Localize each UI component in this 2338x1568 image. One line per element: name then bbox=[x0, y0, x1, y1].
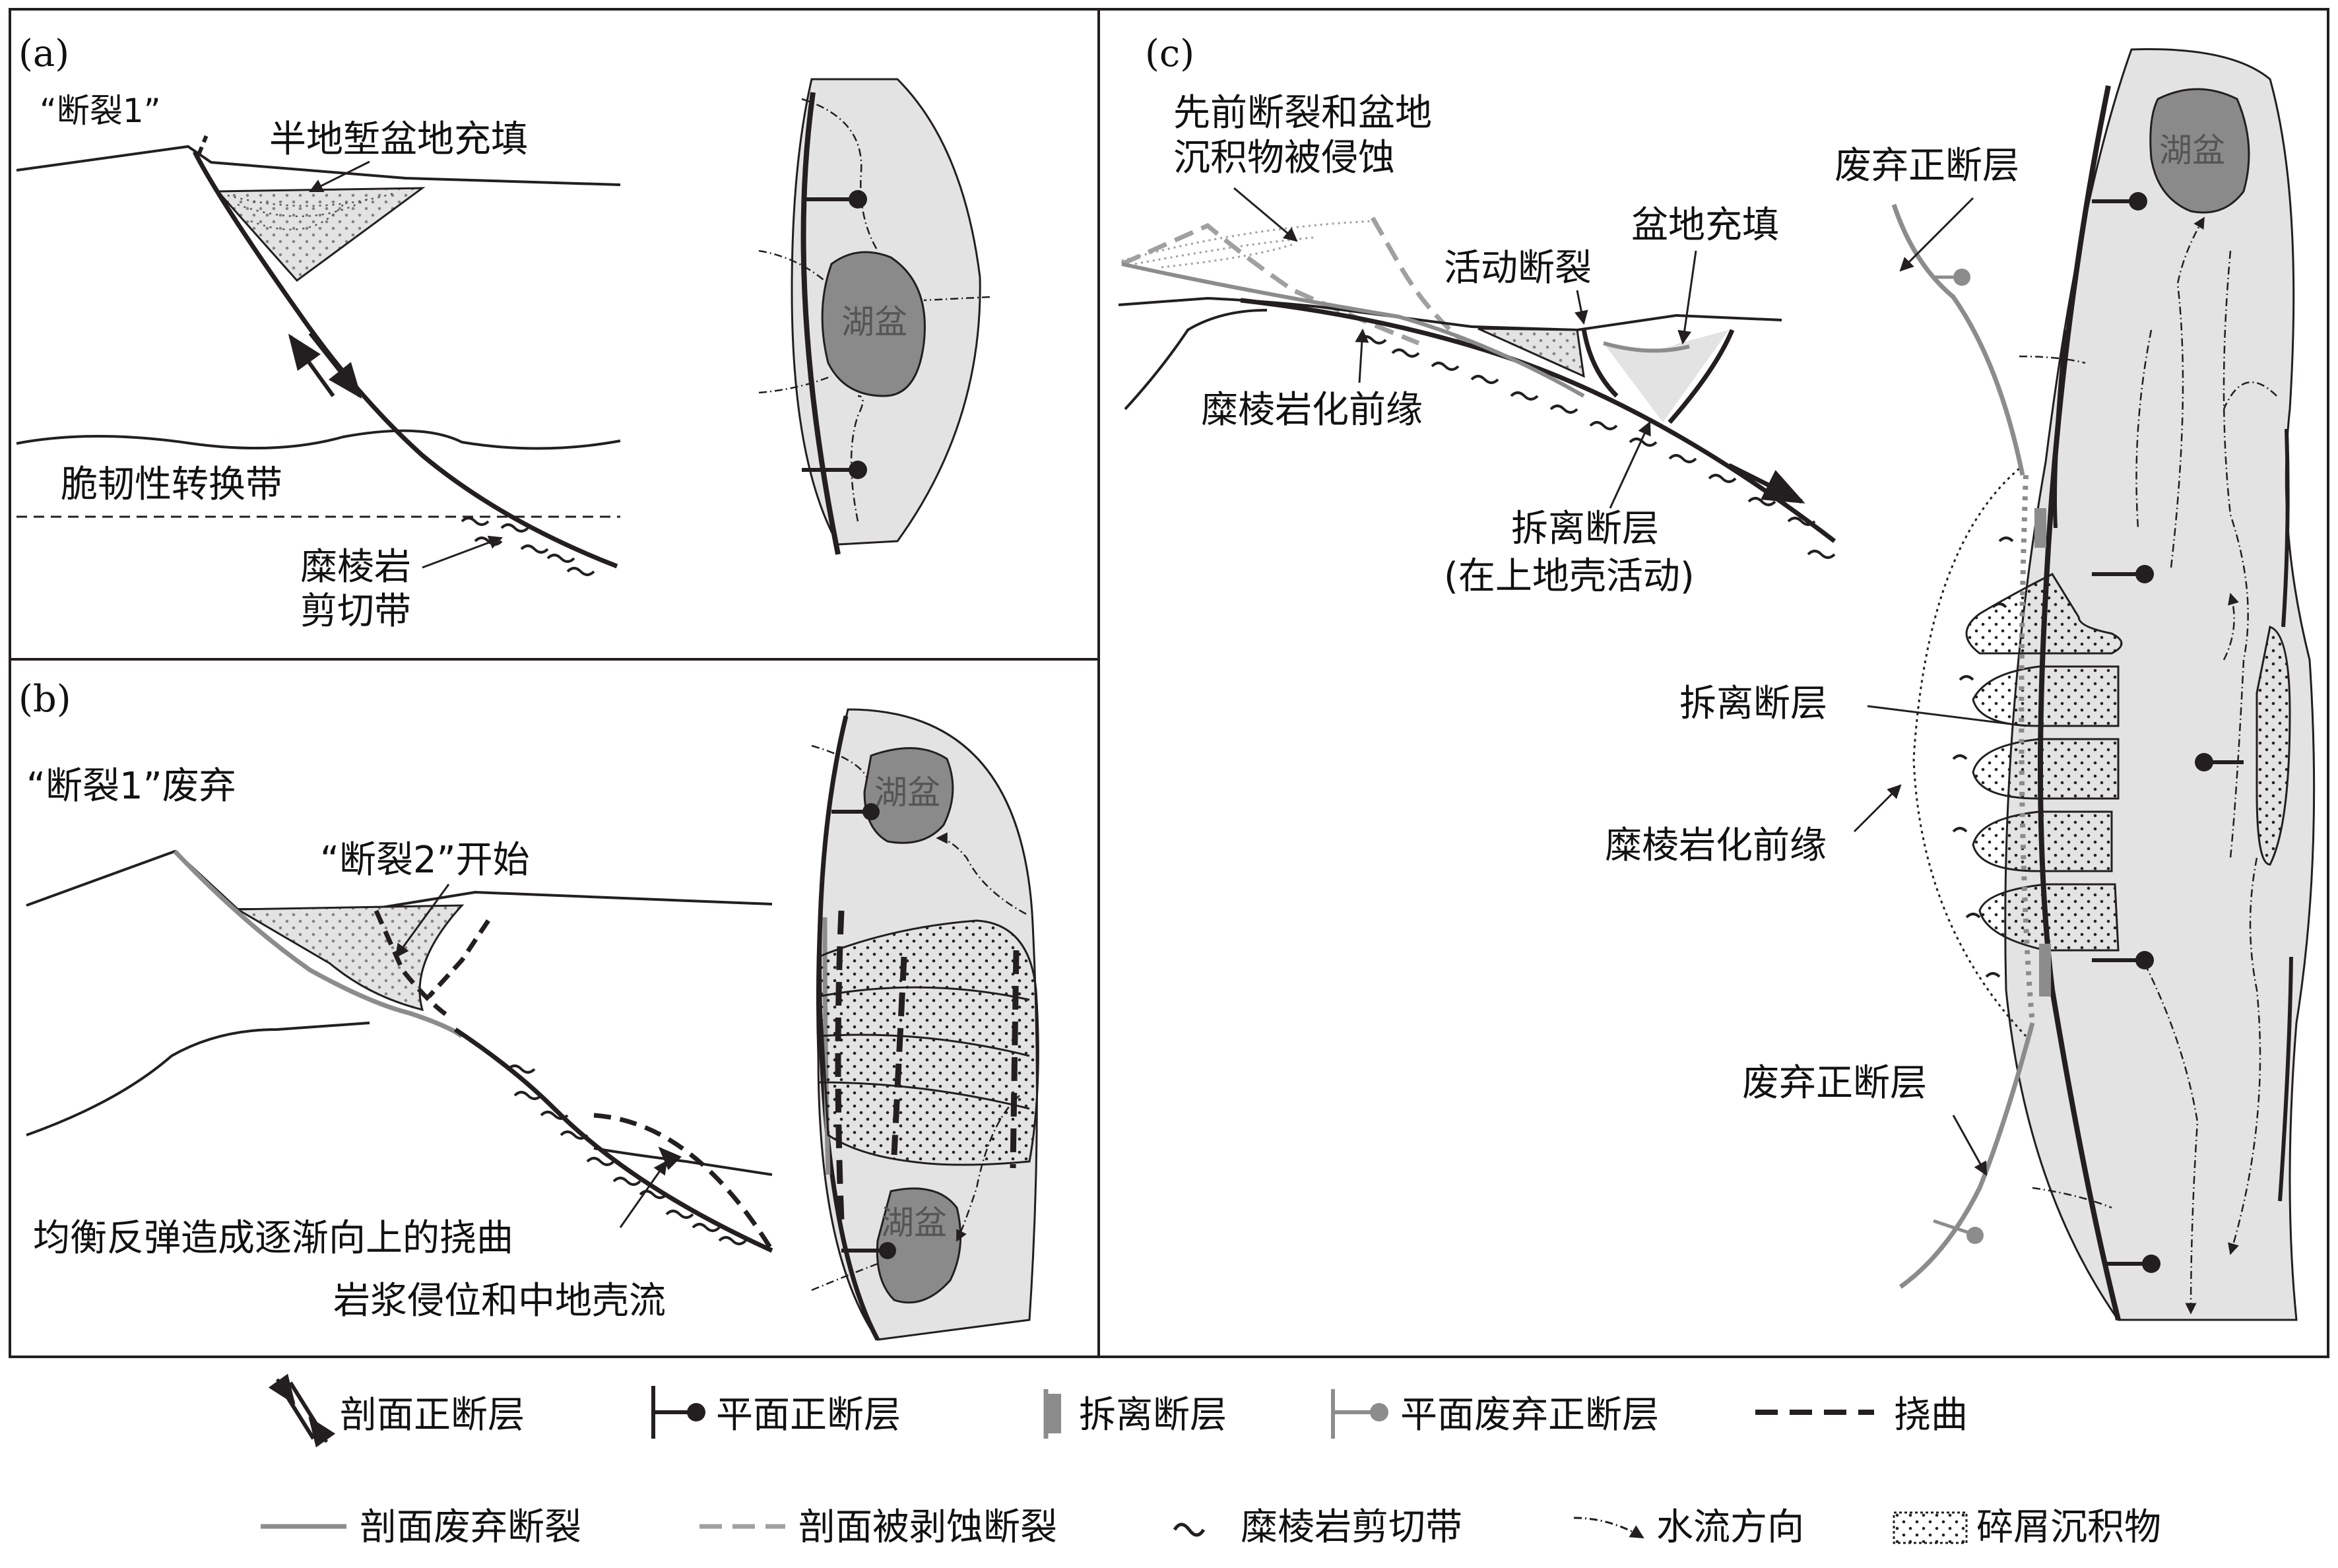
panel-b-map-sediment bbox=[817, 919, 1039, 1166]
panel-b: (b) “断裂1”废弃 “断裂2”开始 均衡反弹造成逐渐向上的挠曲 bbox=[18, 678, 1039, 1341]
panel-c-basin-label: 湖盆 bbox=[2159, 131, 2225, 170]
panel-a-letter: (a) bbox=[18, 32, 69, 75]
legend-item-map-abandoned: 平面废弃正断层 bbox=[1331, 1389, 1659, 1439]
panel-c-abandoned-top-label: 废弃正断层 bbox=[1835, 145, 2019, 187]
panel-b-basin-top bbox=[863, 747, 954, 844]
panel-a-mylonite-label-2: 剪切带 bbox=[300, 590, 411, 633]
panel-c-letter: (c) bbox=[1145, 32, 1194, 75]
panel-c-eroded-label-2: 沉积物被侵蚀 bbox=[1173, 137, 1395, 180]
panel-a-basin bbox=[821, 251, 926, 397]
panel-frames bbox=[9, 8, 2329, 1358]
panel-c-map-mylfront-label: 糜棱岩化前缘 bbox=[1605, 824, 1827, 867]
legend-item-waterflow: 水流方向 bbox=[1573, 1506, 1804, 1549]
panel-a-fault1-label: “断裂1” bbox=[40, 92, 161, 130]
panel-c-abandoned-bottom-label: 废弃正断层 bbox=[1742, 1062, 1927, 1105]
panel-b-magma-label: 岩浆侵位和中地壳流 bbox=[333, 1280, 666, 1323]
panel-a-surface bbox=[16, 145, 621, 186]
legend-label-10: 碎屑沉积物 bbox=[1976, 1506, 2161, 1549]
panel-a-mylonite-label-1: 糜棱岩 bbox=[300, 546, 411, 589]
panel-c-detach-label-2: (在上地壳活动) bbox=[1444, 555, 1695, 598]
legend-label-8: 糜棱岩剪切带 bbox=[1241, 1506, 1462, 1549]
panel-b-letter: (b) bbox=[18, 678, 71, 721]
panel-c-map-detach-label: 拆离断层 bbox=[1679, 682, 1827, 725]
legend-item-flexure: 挠曲 bbox=[1755, 1394, 1968, 1437]
panel-a-halfgraben-label: 半地堑盆地充填 bbox=[269, 118, 528, 161]
legend-label-4: 平面废弃正断层 bbox=[1400, 1394, 1659, 1437]
legend-item-section-eroded: 剖面被剥蚀断裂 bbox=[699, 1506, 1057, 1549]
panel-b-basin-bottom bbox=[876, 1187, 962, 1304]
legend-item-map-normal-fault: 平面正断层 bbox=[651, 1386, 901, 1439]
panel-c-basin bbox=[2149, 88, 2250, 214]
panel-c-myl-front bbox=[1912, 467, 2027, 1037]
legend-label-7: 剖面被剥蚀断裂 bbox=[798, 1506, 1057, 1549]
panel-c: (c) bbox=[1118, 32, 2316, 1321]
panel-a-fault bbox=[192, 150, 618, 569]
legend-item-detachment: 拆离断层 bbox=[1043, 1389, 1227, 1439]
panel-a-basin-label: 湖盆 bbox=[841, 303, 907, 341]
panel-b-fault2-label: “断裂2”开始 bbox=[320, 839, 530, 882]
panel-c-mylfront-label: 糜棱岩化前缘 bbox=[1201, 389, 1423, 432]
panel-b-fault1-label: “断裂1”废弃 bbox=[26, 765, 236, 808]
panel-c-active-label: 活动断裂 bbox=[1444, 247, 1592, 290]
panel-c-basinfill-label: 盆地充填 bbox=[1631, 204, 1779, 247]
panel-c-sediment-fingers bbox=[1965, 573, 2123, 952]
legend-label-9: 水流方向 bbox=[1656, 1506, 1804, 1549]
panel-b-basin-bottom-label: 湖盆 bbox=[881, 1204, 947, 1242]
panel-a-map-fault bbox=[800, 92, 841, 555]
panel-b-basin-top-label: 湖盆 bbox=[874, 773, 940, 812]
legend-label-3: 拆离断层 bbox=[1079, 1394, 1227, 1437]
legend-item-mylonite: 糜棱岩剪切带 bbox=[1173, 1506, 1462, 1549]
legend-item-section-normal-fault: 剖面正断层 bbox=[268, 1373, 525, 1448]
panel-c-detach-label-1: 拆离断层 bbox=[1511, 507, 1659, 550]
legend-label-1: 剖面正断层 bbox=[340, 1394, 525, 1437]
panel-b-flexure-label: 均衡反弹造成逐渐向上的挠曲 bbox=[33, 1217, 513, 1260]
legend-label-2: 平面正断层 bbox=[716, 1394, 901, 1437]
legend-label-6: 剖面废弃断裂 bbox=[360, 1506, 581, 1549]
panel-a-shear-arrows bbox=[288, 332, 362, 399]
panel-c-eroded-label-1: 先前断裂和盆地 bbox=[1173, 92, 1432, 135]
panel-b-fault1 bbox=[173, 849, 464, 1038]
panel-a-bdt-label: 脆韧性转换带 bbox=[61, 463, 282, 506]
legend-item-sediment: 碎屑沉积物 bbox=[1893, 1506, 2161, 1549]
legend-item-section-abandoned: 剖面废弃断裂 bbox=[261, 1506, 581, 1549]
legend: 剖面正断层 平面正断层 拆离断层 平面废弃正断层 挠曲 剖面废弃断裂 bbox=[261, 1373, 2161, 1549]
legend-label-5: 挠曲 bbox=[1894, 1394, 1968, 1437]
panel-a: (a) “断裂1” 半地堑盆地充填 脆韧性 bbox=[16, 32, 990, 633]
panel-a-bdt-curve bbox=[16, 429, 621, 450]
panel-c-map-shape bbox=[2004, 48, 2316, 1321]
